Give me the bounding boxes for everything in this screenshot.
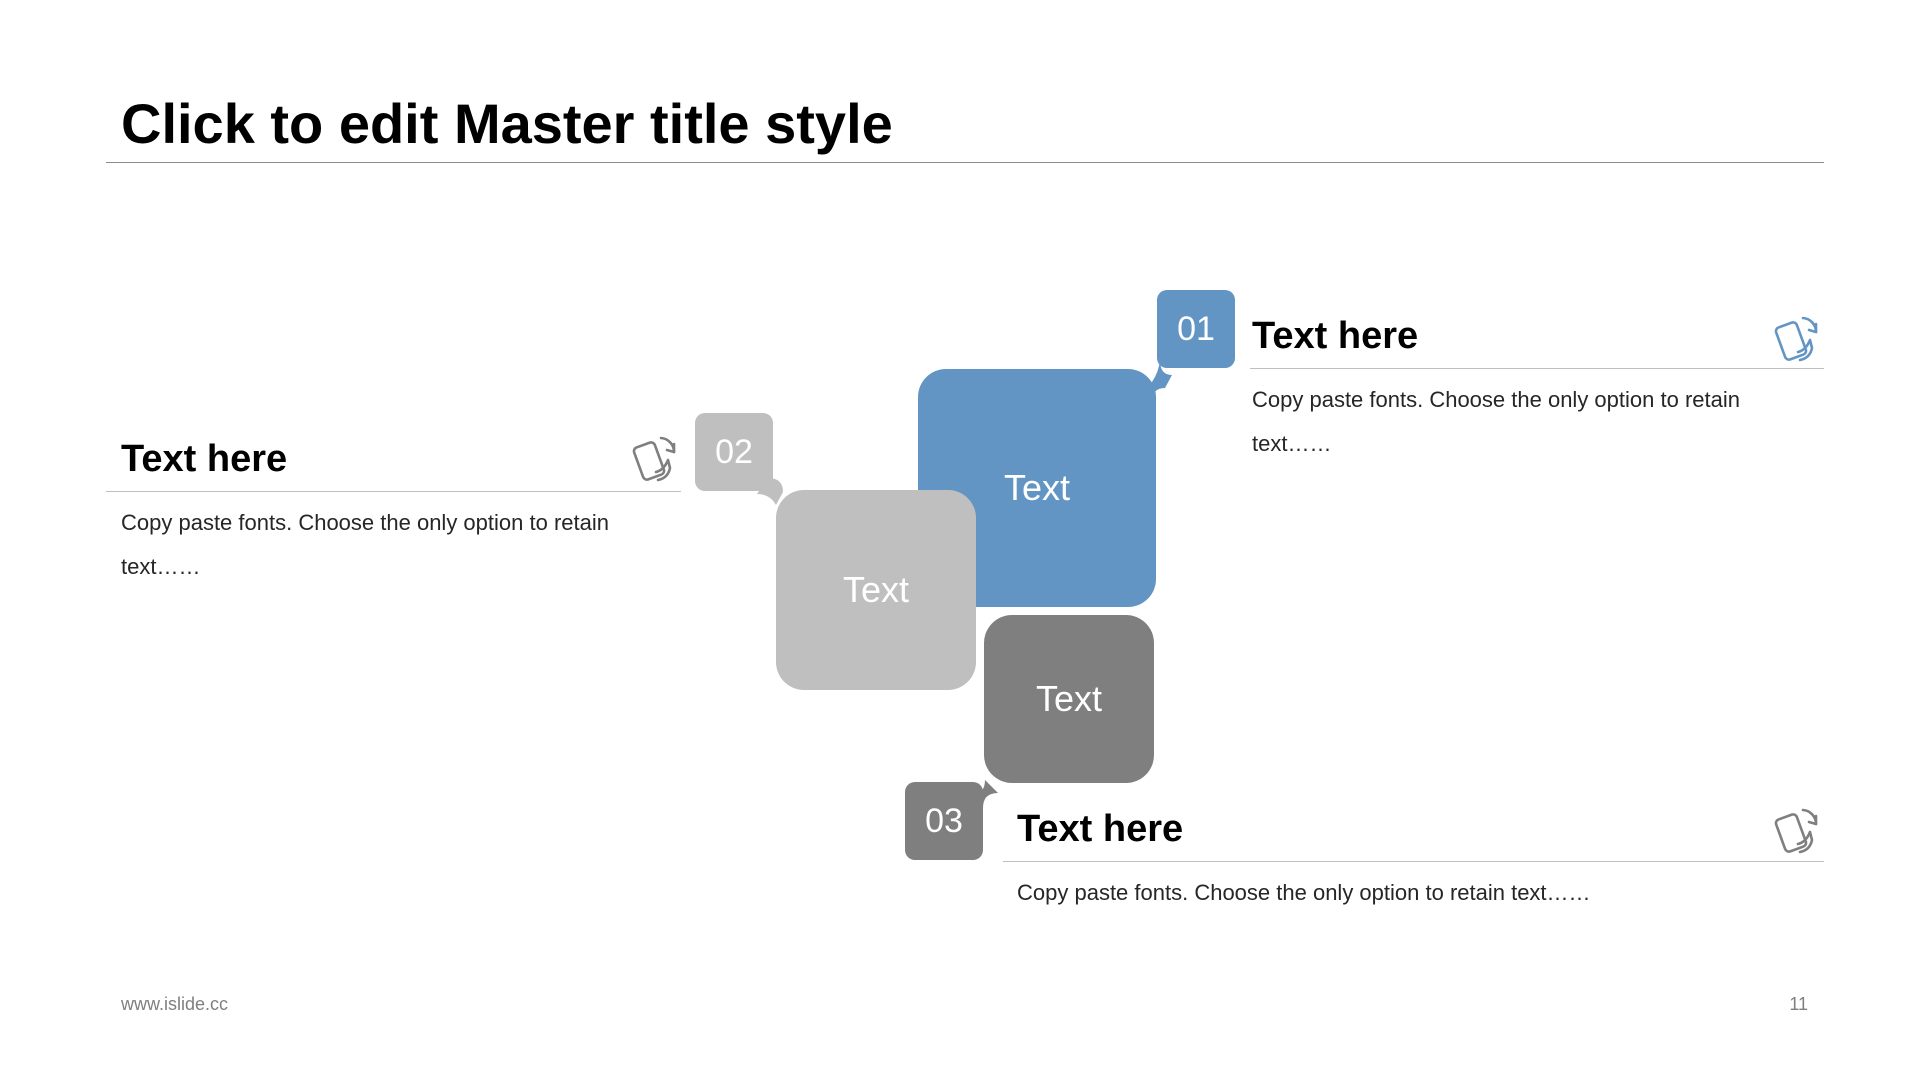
item-02-heading[interactable]: Text here [121,438,288,480]
badge-03: 03 [905,782,983,860]
title-divider [106,162,1824,163]
item-01-heading[interactable]: Text here [1252,315,1419,357]
tile-02-label: Text [842,569,910,610]
page-number: 11 [1789,994,1808,1014]
badge-01: 01 [1157,290,1235,368]
badge-01-number: 01 [1177,309,1215,348]
item-02-body[interactable]: Copy paste fonts. Choose the only option… [121,510,609,579]
phone-rotate-icon [1774,316,1818,362]
item-03-divider [1003,861,1824,862]
item-02-divider [106,491,681,492]
phone-rotate-icon [632,436,676,482]
tile-03[interactable]: Text [984,615,1154,783]
tile-03-label: Text [1035,678,1103,719]
badge-02: 02 [695,413,773,491]
phone-rotate-icon [1774,808,1818,854]
badge-03-number: 03 [925,801,963,840]
item-03-body[interactable]: Copy paste fonts. Choose the only option… [1017,880,1591,905]
tile-01-label: Text [1003,467,1071,508]
tile-02[interactable]: Text [776,490,976,690]
item-01-body[interactable]: Copy paste fonts. Choose the only option… [1252,387,1740,456]
footer-url: www.islide.cc [121,994,229,1014]
tile-01[interactable]: Text [918,369,1156,607]
item-03-heading[interactable]: Text here [1017,808,1184,850]
badge-02-number: 02 [715,432,753,471]
item-01-divider [1250,368,1824,369]
slide-title[interactable]: Click to edit Master title style [121,92,893,155]
